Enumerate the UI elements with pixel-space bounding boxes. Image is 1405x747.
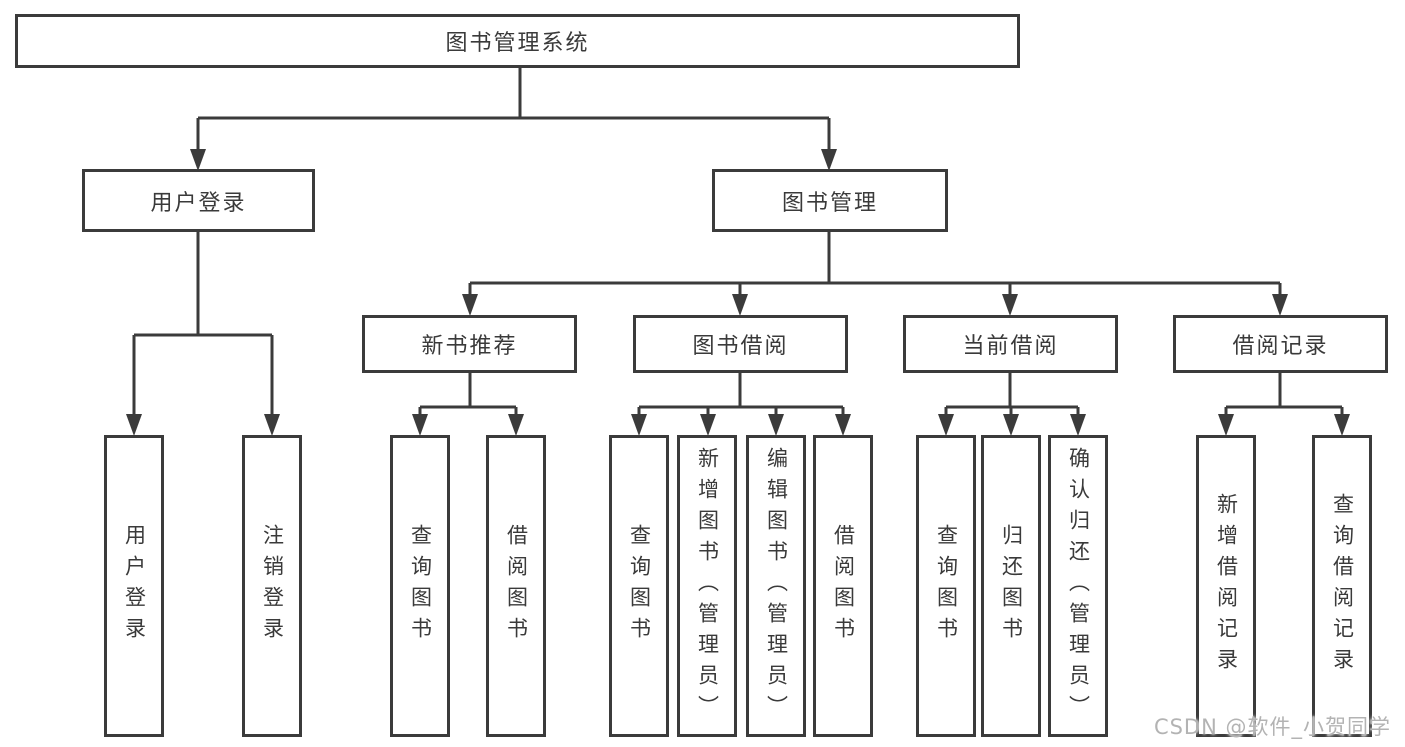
node-root-label: 图书管理系统: [445, 31, 590, 56]
node-user-login-label: 用户登录: [150, 190, 247, 216]
leaf-records-query-borrow-record: 查询借阅记录: [1312, 435, 1372, 737]
node-book-management-label: 图书管理: [781, 190, 878, 216]
node-root: 图书管理系统: [15, 14, 1020, 68]
leaf-current-return-books: 归还图书: [981, 435, 1041, 737]
leaf-current-query-books-label: 查询图书: [934, 524, 959, 648]
leaf-borrowing-edit-books-admin: 编辑图书（管理员）: [746, 435, 806, 737]
leaf-borrowing-add-books-admin-label: 新增图书（管理员）: [695, 446, 720, 726]
node-borrowing-records-label: 借阅记录: [1232, 334, 1329, 359]
leaf-current-query-books: 查询图书: [916, 435, 976, 737]
csdn-watermark: CSDN @软件_小贺同学: [1153, 715, 1391, 739]
node-book-borrowing: 图书借阅: [633, 315, 848, 373]
leaf-borrowing-borrow-books: 借阅图书: [813, 435, 873, 737]
leaf-current-return-books-label: 归还图书: [999, 524, 1024, 648]
leaf-borrowing-edit-books-admin-label: 编辑图书（管理员）: [764, 446, 789, 726]
node-user-login: 用户登录: [82, 169, 315, 232]
leaf-user-login: 用户登录: [104, 435, 164, 737]
node-book-borrowing-label: 图书借阅: [692, 334, 789, 359]
leaf-recommend-query-books: 查询图书: [390, 435, 450, 737]
leaf-records-query-borrow-record-label: 查询借阅记录: [1330, 493, 1355, 679]
leaf-borrowing-query-books: 查询图书: [609, 435, 669, 737]
leaf-recommend-borrow-books-label: 借阅图书: [504, 524, 529, 648]
node-current-borrowing: 当前借阅: [903, 315, 1118, 373]
leaf-recommend-query-books-label: 查询图书: [408, 524, 433, 648]
leaf-logout-login: 注销登录: [242, 435, 302, 737]
leaf-current-confirm-return-admin: 确认归还（管理员）: [1048, 435, 1108, 737]
node-new-book-recommend: 新书推荐: [362, 315, 577, 373]
node-book-management: 图书管理: [712, 169, 948, 232]
leaf-borrowing-query-books-label: 查询图书: [627, 524, 652, 648]
leaf-borrowing-add-books-admin: 新增图书（管理员）: [677, 435, 737, 737]
leaf-recommend-borrow-books: 借阅图书: [486, 435, 546, 737]
leaf-records-add-borrow-record: 新增借阅记录: [1196, 435, 1256, 737]
node-borrowing-records: 借阅记录: [1173, 315, 1388, 373]
node-new-book-recommend-label: 新书推荐: [421, 334, 518, 359]
leaf-borrowing-borrow-books-label: 借阅图书: [831, 524, 856, 648]
leaf-records-add-borrow-record-label: 新增借阅记录: [1214, 493, 1239, 679]
leaf-user-login-label: 用户登录: [122, 524, 147, 648]
leaf-logout-login-label: 注销登录: [260, 524, 285, 648]
node-current-borrowing-label: 当前借阅: [962, 334, 1059, 359]
leaf-current-confirm-return-admin-label: 确认归还（管理员）: [1066, 446, 1091, 726]
